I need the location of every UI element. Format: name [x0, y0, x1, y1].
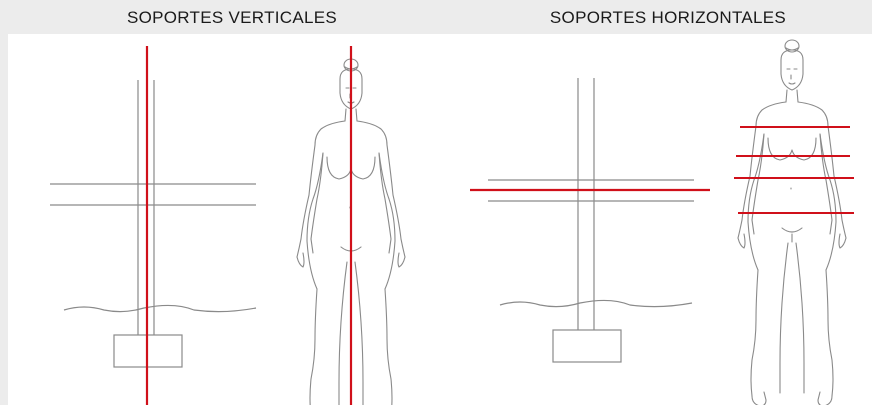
illustration-canvas [8, 34, 872, 405]
title-horizontal-supports: SOPORTES HORIZONTALES [549, 8, 787, 27]
post-sketch-left [50, 80, 257, 368]
horizontal-support-lines-figure [734, 126, 854, 214]
title-vertical-supports: SOPORTES VERTICALES [126, 8, 338, 27]
header-band: SOPORTES VERTICALES SOPORTES HORIZONTALE… [0, 0, 872, 34]
figure-sketch-right [737, 39, 847, 405]
post-sketch-right [488, 78, 694, 363]
